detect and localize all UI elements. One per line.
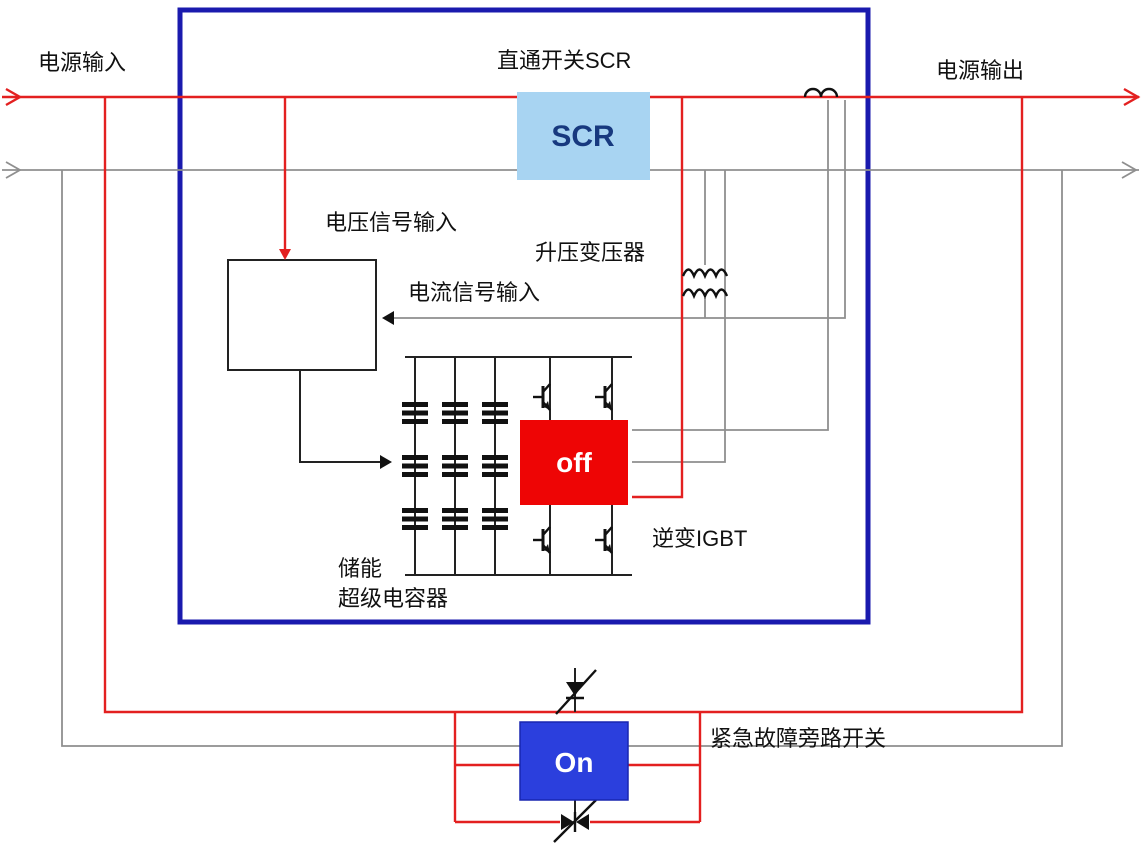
arrowheads: [279, 249, 394, 469]
label-boost-transformer: 升压变压器: [535, 240, 645, 265]
current-signal-arrow-icon: [382, 311, 394, 325]
diode-right-triangle: [576, 814, 589, 830]
capacitor-stack: [442, 455, 468, 477]
thyristor-slash: [555, 669, 597, 715]
diode-left-triangle: [561, 814, 574, 830]
capacitor-stack: [482, 455, 508, 477]
igbt-icon: [593, 525, 614, 555]
red-wires: [2, 87, 1141, 824]
label-storage-line1: 储能: [338, 556, 382, 581]
inverter-off-block: [520, 420, 628, 505]
label-through-switch-scr: 直通开关SCR: [497, 48, 631, 73]
neutral-input-arrow-icon: [5, 161, 22, 179]
igbt-icon: [531, 525, 552, 555]
power-output-arrow-icon: [1123, 87, 1141, 107]
capacitor-stack: [402, 508, 428, 530]
bypass-thyristor-top-icon: [555, 668, 597, 715]
label-voltage-signal-input: 电压信号输入: [325, 210, 457, 235]
capacitor-stack: [442, 508, 468, 530]
bridge-output-wire-2: [632, 170, 726, 463]
bridge-output-wire-1: [632, 100, 829, 431]
bypass-state-label: On: [555, 747, 594, 778]
label-power-input: 电源输入: [38, 50, 126, 75]
labels: 电源输入 直通开关SCR 电源输出 电压信号输入 升压变压器 电流信号输入 逆变…: [38, 48, 1024, 751]
current-transformer-icon: [803, 87, 839, 98]
label-storage-line2: 超级电容器: [338, 586, 448, 611]
thyristor-triangle: [566, 682, 584, 696]
boost-transformer-icon: [681, 268, 729, 300]
transformer-coil-bottom: [681, 288, 729, 300]
transformer-coil-top: [681, 268, 729, 280]
capacitor-stack: [402, 402, 428, 424]
controller-box: [227, 259, 377, 371]
controller-drive-wire: [299, 370, 380, 463]
igbt-icon: [531, 382, 552, 412]
label-emergency-bypass-switch: 紧急故障旁路开关: [710, 726, 886, 751]
igbt-icon: [593, 382, 614, 412]
capacitor-stack: [482, 402, 508, 424]
capacitor-stack: [442, 402, 468, 424]
voltage-input-arrow-icon: [279, 249, 291, 260]
label-power-output: 电源输出: [936, 58, 1024, 83]
inverter-output-riser: [632, 97, 684, 499]
bypass-power-loop: [103, 97, 1024, 714]
current-signal-wire: [384, 100, 846, 319]
label-inverter-igbt: 逆变IGBT: [652, 526, 747, 551]
power-input-arrow-icon: [5, 87, 23, 107]
capacitor-stack: [402, 455, 428, 477]
label-current-signal-input: 电流信号输入: [408, 280, 540, 305]
diode-slash: [553, 799, 597, 843]
cabinet-outline: [177, 7, 871, 625]
bypass-thyristor-bottom-icon: [553, 799, 597, 843]
scr-block: [517, 92, 650, 180]
inverter-state-label: off: [556, 447, 592, 478]
scr-block-label: SCR: [551, 120, 615, 153]
bypass-on-block: [519, 721, 629, 801]
supercapacitor-bank: [402, 402, 508, 530]
capacitor-stack: [482, 508, 508, 530]
drive-signal-arrow-icon: [380, 455, 392, 469]
neutral-output-arrow-icon: [1121, 161, 1138, 179]
